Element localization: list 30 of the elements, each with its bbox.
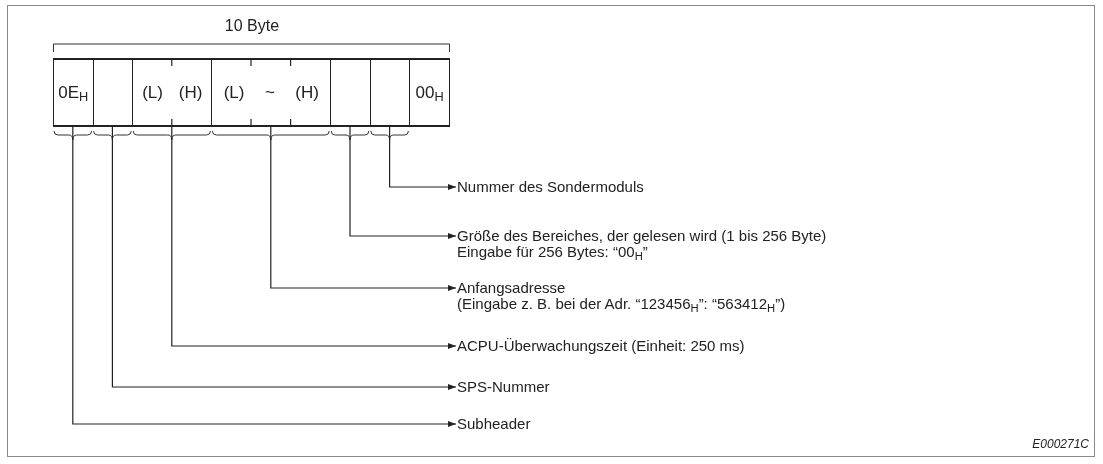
dimension-label: 10 Byte	[223, 17, 281, 35]
field-value: (H)	[178, 82, 203, 103]
byte-field	[409, 58, 450, 127]
field-value: (L)	[223, 82, 245, 103]
leader-arrow	[389, 126, 457, 190]
description-line: Eingabe für 256 Bytes: “00$_{H}$”	[457, 244, 648, 260]
byte-field	[330, 58, 371, 127]
field-value: (H)	[295, 82, 319, 103]
description-line: Größe des Bereiches, der gelesen wird (1 bis 256 Byte)	[457, 228, 827, 244]
field-value: 00$_{H}$	[415, 82, 444, 103]
description-line: Subheader	[457, 416, 531, 432]
description-line: Anfangsadresse	[457, 280, 567, 296]
byte-field	[132, 58, 213, 127]
field-value: (L)	[142, 82, 163, 103]
byte-field	[92, 58, 134, 127]
byte-field	[53, 58, 94, 127]
leader-arrow	[171, 126, 457, 349]
leader-arrow	[72, 126, 457, 427]
field-value: 0E$_{H}$	[58, 82, 89, 103]
leader-arrow	[349, 126, 457, 239]
byte-field	[211, 58, 332, 127]
description-line: Nummer des Sondermoduls	[457, 179, 644, 195]
leader-arrow	[111, 126, 457, 390]
description-line: (Eingabe z. B. bei der Adr. “123456$_{H}$”: “563412$_{H}$”)	[457, 296, 786, 312]
figure-code: E000271C	[1032, 437, 1089, 451]
description-line: SPS-Nummer	[457, 379, 550, 395]
byte-field	[369, 58, 411, 127]
description-line: ACPU-Überwachungszeit (Einheit: 250 ms)	[457, 338, 745, 354]
leader-arrow	[270, 126, 457, 291]
field-value: ~	[264, 82, 275, 103]
